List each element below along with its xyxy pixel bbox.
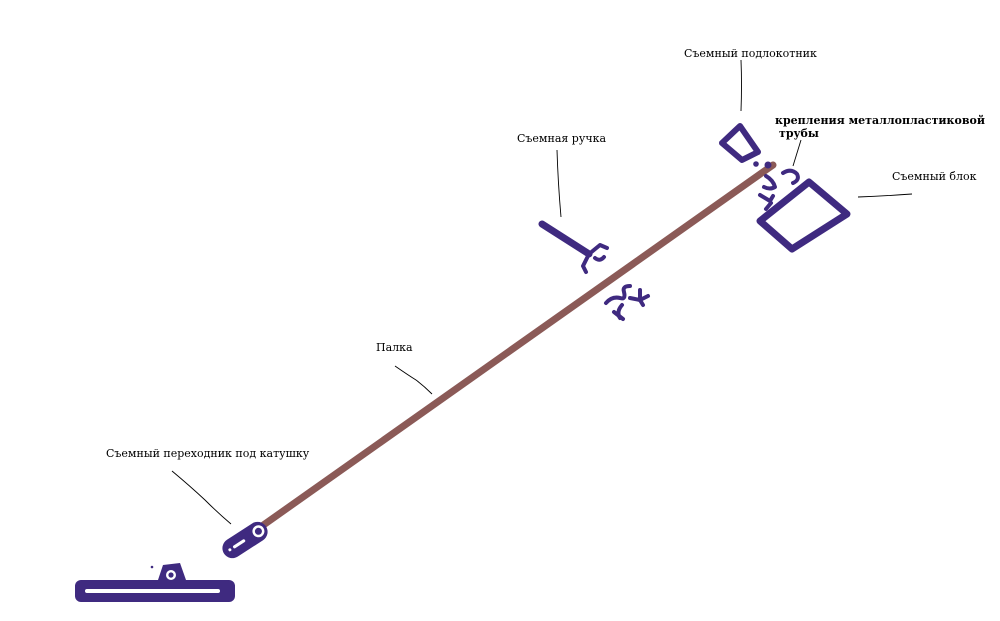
leader-mounts: [792, 139, 802, 167]
removable-block: [756, 178, 851, 253]
label-stick: Палка: [376, 341, 413, 354]
removable-armrest: [719, 123, 772, 169]
label-handle: Съемная ручка: [517, 132, 607, 145]
label-adapter: Съемный переходник под катушку: [106, 447, 310, 460]
leader-armrest: [740, 59, 742, 112]
search-coil: [75, 563, 235, 602]
leader-handle: [556, 149, 562, 218]
label-block: Съемный блок: [892, 170, 977, 183]
leader-adapter: [171, 470, 232, 525]
label-mounts-line2: трубы: [779, 127, 819, 140]
pipe-mounts: [758, 168, 800, 211]
stick-pole: [258, 161, 777, 530]
label-mounts-line1: крепления металлопластиковой: [775, 114, 985, 127]
leader-block: [857, 193, 913, 198]
leader-stick: [394, 365, 433, 395]
removable-handle: [538, 220, 609, 274]
label-armrest: Съемный подлокотник: [684, 47, 817, 60]
coil-adapter: [222, 521, 268, 559]
stick-bracket: [604, 284, 650, 321]
